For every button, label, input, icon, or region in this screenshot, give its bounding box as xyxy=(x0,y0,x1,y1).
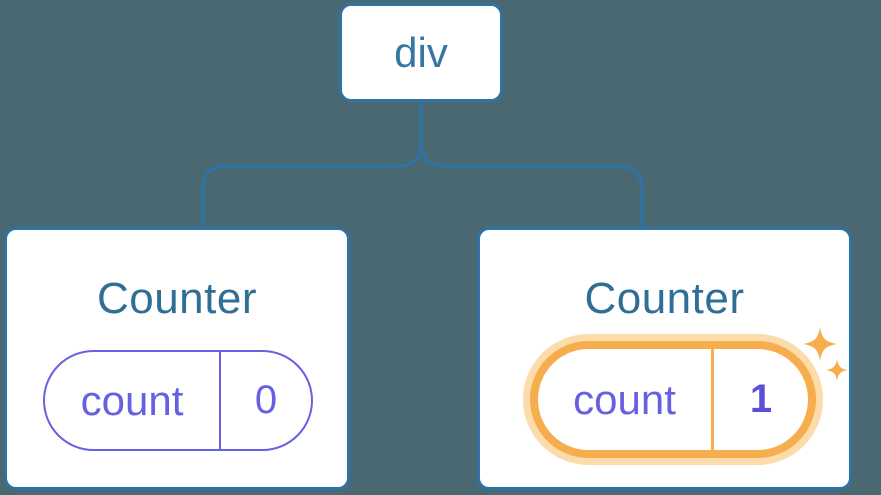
sparkle-big xyxy=(803,327,837,361)
state-pill-count-0: count 0 xyxy=(43,350,313,451)
state-name: count xyxy=(80,376,184,424)
connector-left-branch xyxy=(201,141,423,228)
state-pill-count-1: count 1 xyxy=(530,341,816,458)
sparkle-small xyxy=(826,359,848,381)
counter-card-title: Counter xyxy=(584,274,745,323)
tree-node-div-label: div xyxy=(394,28,448,76)
connector-right-branch xyxy=(419,141,644,228)
counter-card-right: Counter count 1 xyxy=(477,227,852,490)
tree-node-div: div xyxy=(339,3,503,102)
state-value: 0 xyxy=(219,352,311,449)
state-name: count xyxy=(573,375,676,423)
counter-card-left: Counter count 0 xyxy=(4,227,350,490)
counter-card-title: Counter xyxy=(96,274,258,323)
state-value: 1 xyxy=(711,349,808,450)
